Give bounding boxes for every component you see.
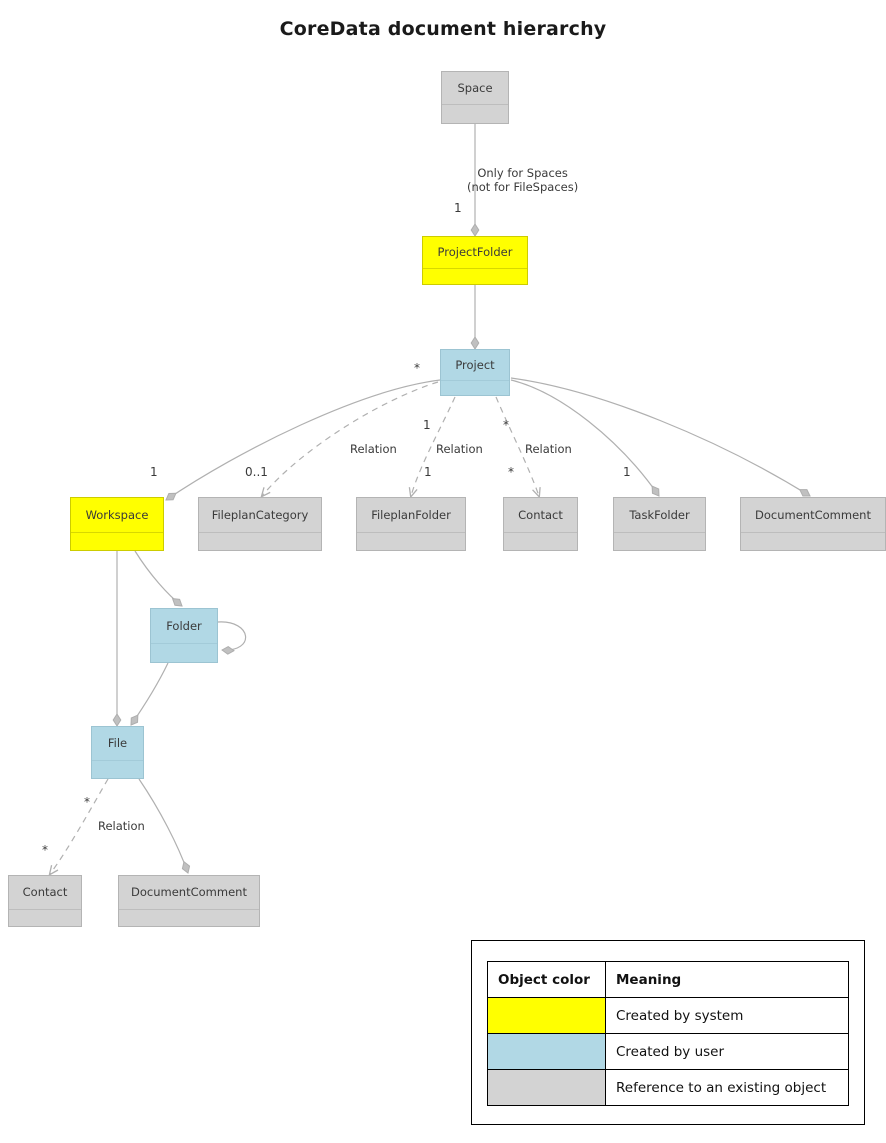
legend-row: Created by system xyxy=(487,997,849,1034)
class-node-compartment xyxy=(614,532,705,550)
legend-header-row: Object color Meaning xyxy=(487,961,849,998)
legend-row: Reference to an existing object xyxy=(487,1069,849,1106)
class-node-compartment xyxy=(92,760,143,778)
legend-header-meaning: Meaning xyxy=(605,961,849,998)
edge-file-documentcomment xyxy=(138,778,191,874)
mult-space-projectfolder: 1 xyxy=(454,201,462,215)
page-title: CoreData document hierarchy xyxy=(279,18,607,40)
mult-fileplanfolder-near: 1 xyxy=(423,418,431,432)
class-node-documentcomment-top[interactable]: DocumentComment xyxy=(740,497,886,551)
class-node-projectfolder[interactable]: ProjectFolder xyxy=(422,236,528,285)
mult-file-contact-near: * xyxy=(84,795,90,809)
class-node-compartment xyxy=(119,909,259,926)
mult-fileplancategory-near: 0..1 xyxy=(245,465,268,479)
legend-meaning: Reference to an existing object xyxy=(605,1069,849,1106)
class-node-compartment xyxy=(151,643,217,662)
class-node-compartment xyxy=(9,909,81,926)
class-node-label: Contact xyxy=(518,507,563,522)
class-node-label: FileplanCategory xyxy=(211,507,309,522)
class-node-folder[interactable]: Folder xyxy=(150,608,218,663)
class-node-compartment xyxy=(423,268,527,284)
class-node-file[interactable]: File xyxy=(91,726,144,779)
edge-file-contact xyxy=(48,778,109,877)
class-node-fileplanfolder[interactable]: FileplanFolder xyxy=(356,497,466,551)
class-node-space[interactable]: Space xyxy=(441,71,509,124)
edge-project-fileplancategory xyxy=(260,381,439,499)
edge-folder-self xyxy=(217,621,247,655)
edge-note-note-spaces: Only for Spaces(not for FileSpaces) xyxy=(467,166,578,194)
class-node-documentcomment-bottom[interactable]: DocumentComment xyxy=(118,875,260,927)
class-node-compartment xyxy=(357,532,465,550)
edge-note-line2: (not for FileSpaces) xyxy=(467,180,579,194)
legend-meaning: Created by system xyxy=(605,997,849,1034)
class-node-compartment xyxy=(71,532,163,550)
legend-header-object-color: Object color xyxy=(487,961,606,998)
class-node-compartment xyxy=(741,532,885,550)
class-node-compartment xyxy=(504,532,577,550)
class-node-label: Folder xyxy=(166,618,202,633)
legend-swatch-ref xyxy=(487,1069,606,1106)
class-node-compartment xyxy=(441,380,509,395)
mult-workspace: 1 xyxy=(150,465,158,479)
class-node-label: DocumentComment xyxy=(131,885,247,900)
edge-label-rel-file-contact: Relation xyxy=(98,819,145,833)
class-node-fileplancategory[interactable]: FileplanCategory xyxy=(198,497,322,551)
mult-contact-near: * xyxy=(503,418,509,432)
edge-project-documentcomment xyxy=(510,377,811,497)
mult-fileplanfolder-far: 1 xyxy=(424,465,432,479)
mult-file-contact-far: * xyxy=(42,843,48,857)
edge-label-rel-project-fileplancategory: Relation xyxy=(350,442,397,456)
edge-project-taskfolder xyxy=(510,379,660,497)
class-node-label: Space xyxy=(457,80,493,95)
class-node-label: File xyxy=(107,736,128,751)
edge-project-fileplanfolder xyxy=(408,396,456,499)
class-node-contact-top[interactable]: Contact xyxy=(503,497,578,551)
class-node-label: DocumentComment xyxy=(755,507,871,522)
edge-workspace-folder xyxy=(134,550,183,607)
class-node-label: FileplanFolder xyxy=(371,507,451,522)
class-node-contact-bottom[interactable]: Contact xyxy=(8,875,82,927)
class-node-label: Workspace xyxy=(85,507,149,522)
class-node-compartment xyxy=(442,104,508,123)
mult-project-left: * xyxy=(414,361,420,375)
legend-row: Created by user xyxy=(487,1033,849,1070)
edge-label-rel-project-contact: Relation xyxy=(525,442,572,456)
class-node-compartment xyxy=(199,532,321,550)
mult-taskfolder: 1 xyxy=(623,465,631,479)
edge-folder-file xyxy=(130,662,169,726)
edge-note-line1: Only for Spaces xyxy=(477,166,568,180)
legend-meaning: Created by user xyxy=(605,1033,849,1070)
edge-project-contact xyxy=(495,396,541,499)
class-node-workspace[interactable]: Workspace xyxy=(70,497,164,551)
class-node-project[interactable]: Project xyxy=(440,349,510,396)
legend-swatch-sys xyxy=(487,997,606,1034)
edge-project-workspace xyxy=(165,379,441,501)
class-node-label: Contact xyxy=(22,885,68,900)
class-node-taskfolder[interactable]: TaskFolder xyxy=(613,497,706,551)
edge-label-rel-project-fileplanfolder: Relation xyxy=(436,442,483,456)
mult-contact-far: * xyxy=(508,465,514,479)
class-node-label: ProjectFolder xyxy=(437,245,513,260)
class-node-label: Project xyxy=(455,357,495,372)
legend-swatch-usr xyxy=(487,1033,606,1070)
class-node-label: TaskFolder xyxy=(629,507,690,522)
